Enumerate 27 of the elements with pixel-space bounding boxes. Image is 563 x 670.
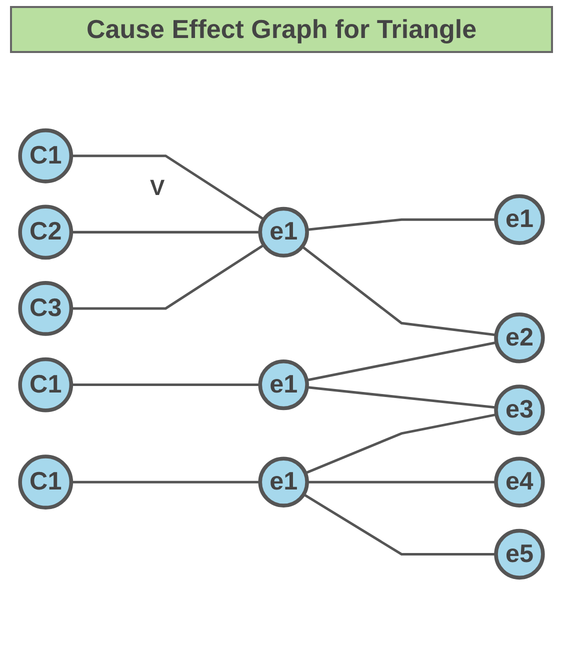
node-circle: e2: [494, 312, 545, 364]
node-circle: e1: [494, 194, 545, 245]
connector: [302, 493, 496, 556]
connector: [306, 218, 496, 231]
connector: [71, 480, 260, 484]
connector: [71, 244, 265, 310]
connector: [306, 341, 497, 382]
symbol-label: V: [150, 175, 165, 200]
node-circle: C1: [18, 357, 74, 412]
title: Cause Effect Graph for Triangle: [10, 6, 553, 53]
connector: [71, 384, 260, 386]
connector: [71, 230, 260, 234]
connector: [301, 246, 496, 336]
node-circle: e4: [494, 456, 545, 508]
connector: [304, 413, 497, 474]
connector: [71, 154, 265, 220]
connector: [306, 386, 496, 409]
node-circle: e3: [494, 384, 545, 436]
node-circle: C2: [18, 204, 74, 260]
node-circle: e1: [258, 206, 309, 258]
node-circle: C1: [18, 128, 74, 184]
node-circle: C3: [18, 281, 74, 336]
node-circle: e1: [258, 359, 309, 410]
connector: [307, 480, 496, 484]
node-circle: C1: [18, 454, 74, 510]
node-circle: e5: [494, 528, 545, 580]
node-circle: e1: [258, 456, 309, 508]
